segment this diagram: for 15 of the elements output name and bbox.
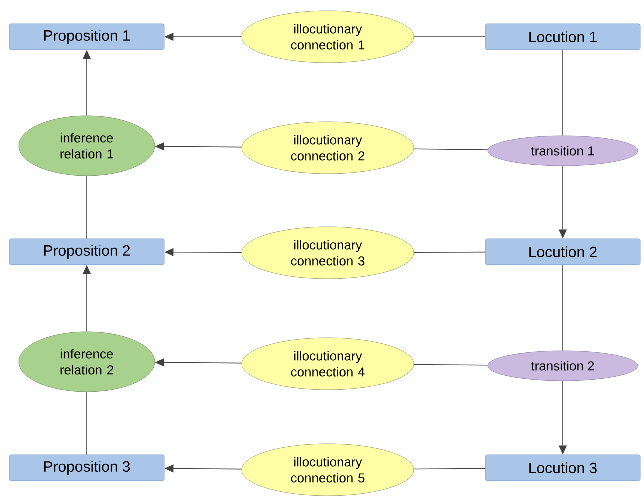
connector-line <box>414 252 486 254</box>
connector-line <box>414 148 488 150</box>
connector-line <box>86 392 88 456</box>
connector-line <box>414 36 486 38</box>
connector-line <box>562 50 564 136</box>
proposition-box: Proposition 2 <box>9 238 165 266</box>
connector-line <box>414 468 486 470</box>
locution-box: Locution 2 <box>485 238 641 266</box>
connector-line <box>562 264 564 352</box>
proposition-box: Proposition 3 <box>9 454 165 482</box>
connector-line <box>414 364 488 366</box>
connector-line <box>86 176 88 240</box>
locution-box: Locution 3 <box>485 454 641 482</box>
locution-box: Locution 1 <box>485 24 641 50</box>
proposition-box: Proposition 1 <box>9 24 165 50</box>
